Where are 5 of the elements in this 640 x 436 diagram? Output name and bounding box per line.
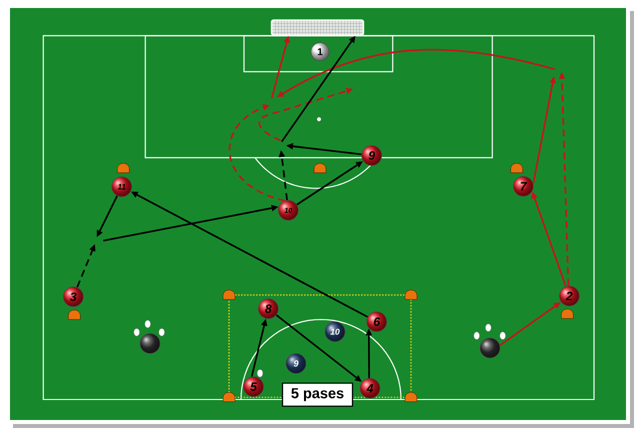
goal-net: [270, 19, 364, 36]
label-box: 5 pases: [282, 382, 354, 407]
dashed-arrow: [228, 104, 286, 202]
player-marker: [140, 333, 160, 354]
player-marker: [480, 338, 500, 358]
